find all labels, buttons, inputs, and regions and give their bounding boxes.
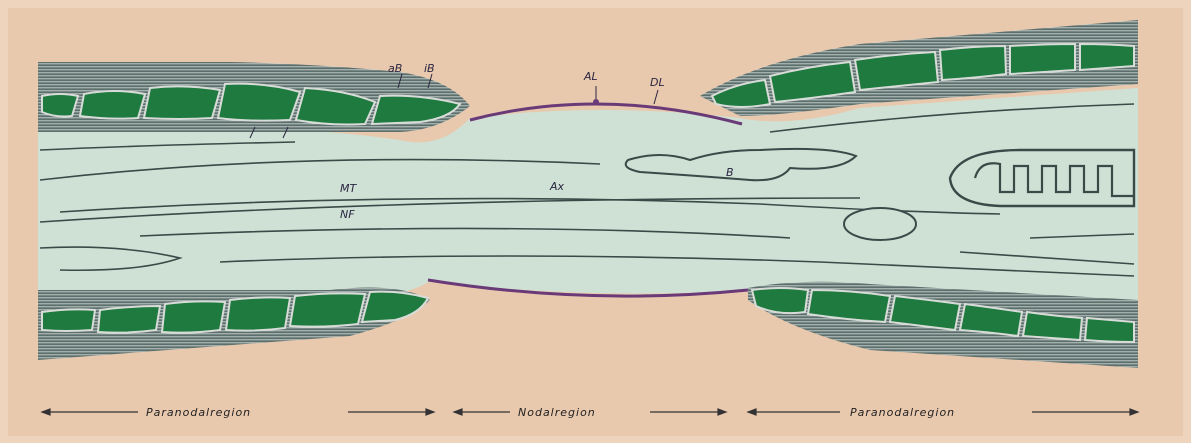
label-AL: AL — [583, 70, 598, 83]
label-iB: iB — [424, 62, 435, 75]
axolemma-marker — [593, 99, 599, 105]
label-Ax: Ax — [549, 180, 565, 193]
vesicle-round — [844, 208, 916, 240]
label-aB: aB — [388, 62, 402, 75]
label-B: B — [726, 166, 734, 179]
region-label-paranodal-left: Paranodalregion — [146, 406, 251, 419]
region-label-paranodal-right: Paranodalregion — [850, 406, 955, 419]
label-NF: NF — [340, 208, 355, 221]
mitochondrion — [950, 150, 1134, 206]
label-DL: DL — [650, 76, 665, 89]
region-label-nodal: Nodalregion — [518, 406, 596, 419]
label-MT: MT — [340, 182, 357, 195]
